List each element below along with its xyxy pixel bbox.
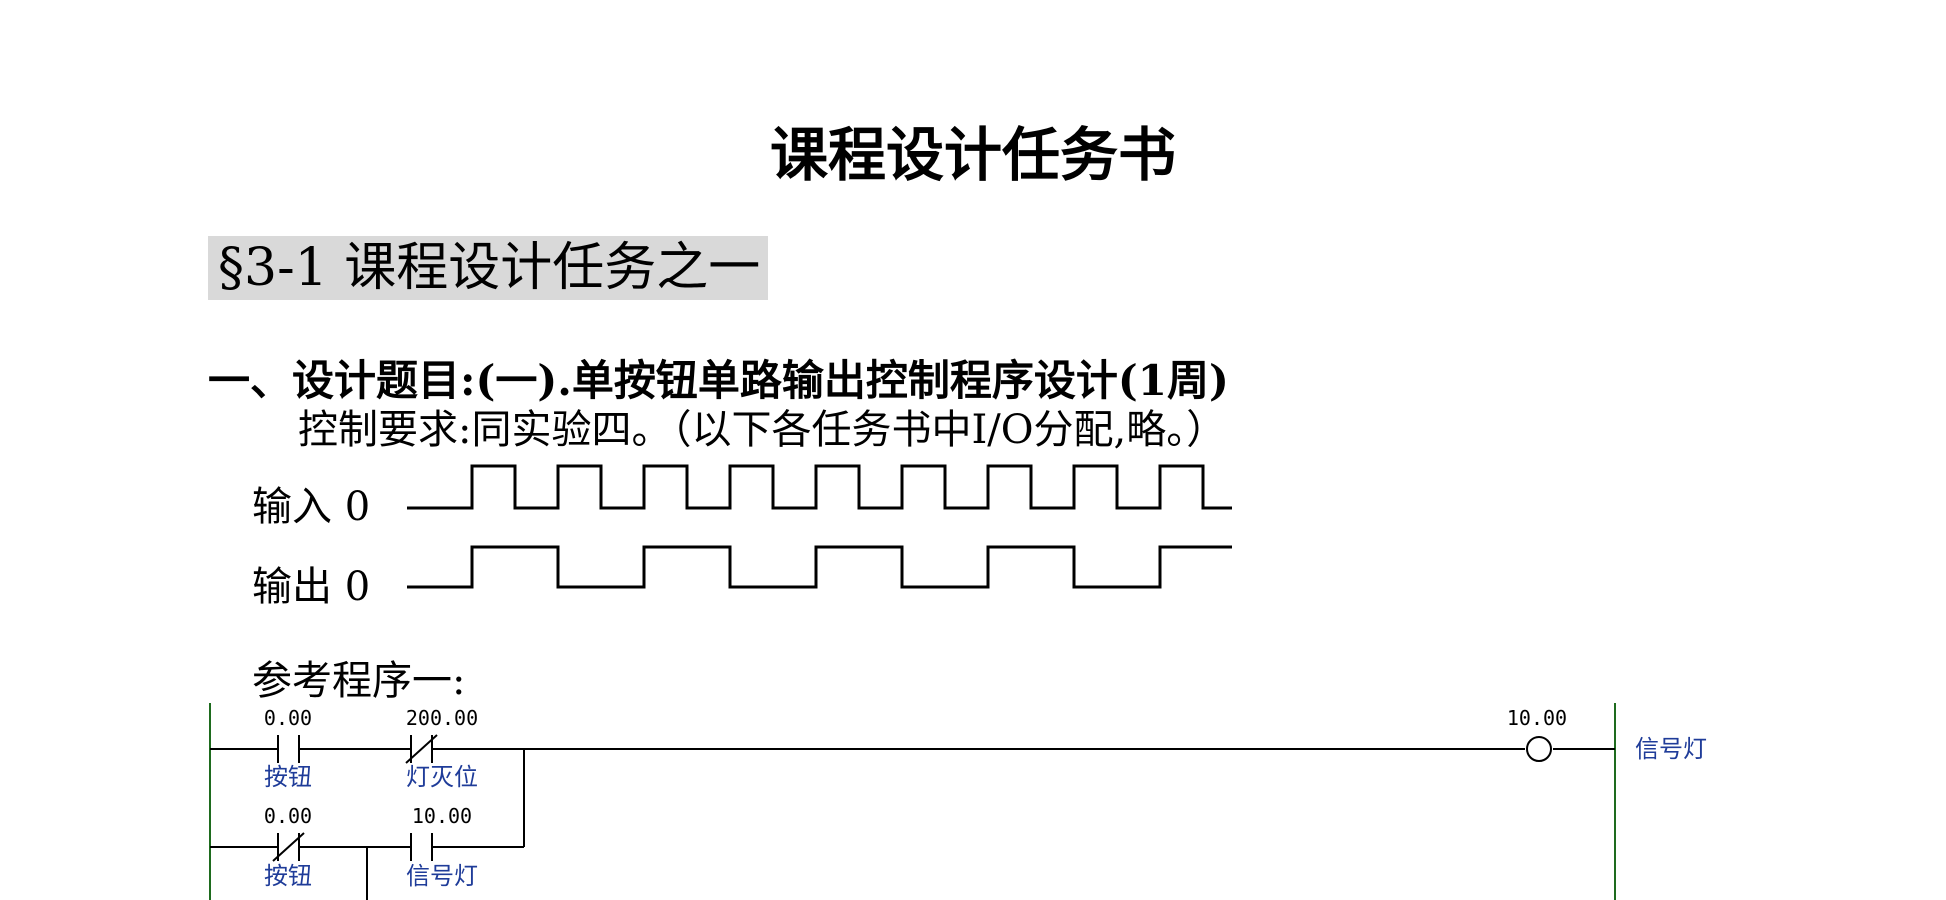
output-waveform	[407, 545, 1232, 589]
contact-name: 信号灯	[406, 862, 478, 890]
coil-name: 信号灯	[1635, 735, 1707, 763]
contact-address: 0.00	[264, 804, 312, 828]
contact-no-10-00-signal-light	[410, 833, 433, 861]
output-coil-10-00	[1526, 736, 1552, 762]
contact-address: 200.00	[406, 706, 478, 730]
contact-name: 灯灭位	[406, 763, 478, 791]
input-signal-label: 输入 0	[252, 484, 371, 530]
contact-nc-200-00-light-off	[405, 734, 438, 764]
output-signal-label: 输出 0	[252, 564, 371, 610]
control-requirement: 控制要求:同实验四。（以下各任务书中I/O分配,略。）	[298, 407, 1227, 453]
contact-address: 0.00	[264, 706, 312, 730]
document-title: 课程设计任务书	[769, 121, 1176, 189]
rung-2	[210, 749, 525, 900]
design-topic-heading: 一、设计题目:(一).单按钮单路输出控制程序设计(1周)	[208, 356, 1229, 405]
contact-address: 10.00	[412, 804, 472, 828]
contact-name: 按钮	[264, 862, 312, 890]
input-waveform	[407, 464, 1232, 510]
coil-address: 10.00	[1507, 706, 1567, 730]
contact-no-0-00-button	[277, 735, 300, 763]
contact-nc-0-00-button	[272, 832, 305, 862]
contact-name: 按钮	[264, 763, 312, 791]
section-heading: §3-1 课程设计任务之一	[208, 236, 769, 300]
reference-program-label: 参考程序一:	[252, 658, 466, 704]
